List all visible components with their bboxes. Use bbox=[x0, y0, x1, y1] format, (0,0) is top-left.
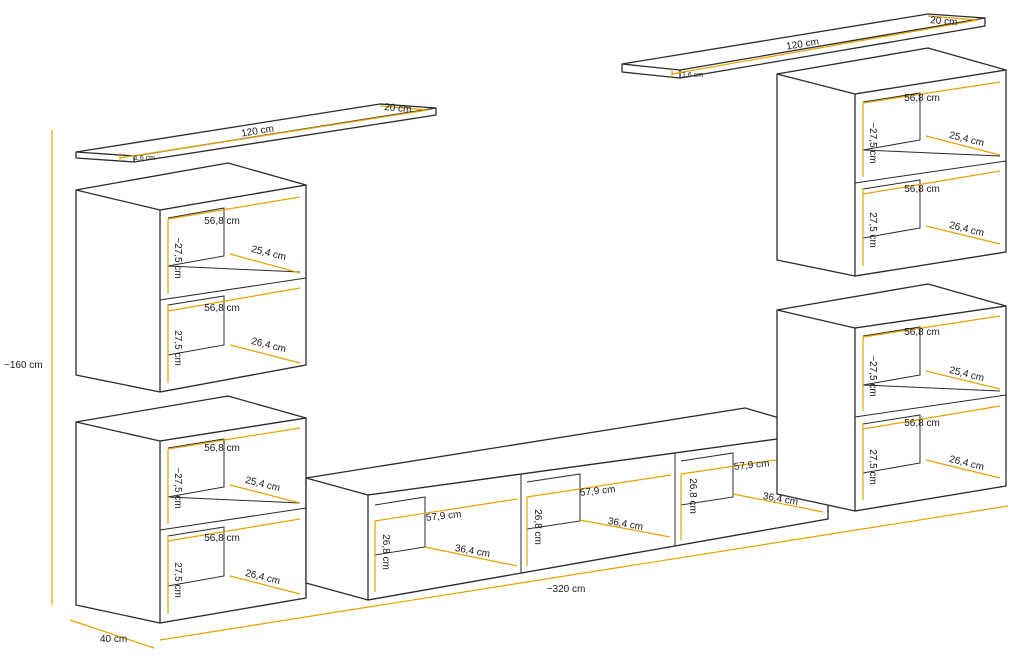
furniture-edge bbox=[159, 184, 307, 393]
tv-stand-right-width: 57,9 cm bbox=[733, 458, 770, 473]
tv-stand-left-width: 57,9 cm bbox=[425, 509, 462, 524]
cabinet-left-lower-top-width: 56,8 cm bbox=[204, 443, 240, 454]
cabinet-left-upper-top-height: ~27,5 cm bbox=[172, 237, 183, 278]
overall-depth-label: 40 cm bbox=[100, 634, 127, 645]
tv-stand-right-height: 26,8 cm bbox=[687, 478, 698, 514]
cabinet-left-upper: 56,8 cm ~27,5 cm 25,4 cm 56,8 cm 27,5 cm… bbox=[75, 162, 307, 393]
cabinet-left-upper-top-width: 56,8 cm bbox=[204, 216, 240, 227]
furniture-edge bbox=[526, 473, 581, 530]
dimension-line bbox=[862, 405, 1001, 430]
shelf-right: 120 cm 20 cm 1,6 cm bbox=[621, 13, 986, 79]
cabinet-right-lower-top-width: 56,8 cm bbox=[904, 327, 940, 338]
furniture-edge bbox=[862, 179, 921, 239]
furniture-edge bbox=[854, 69, 1007, 277]
cabinet-right-upper-top-height: ~27,5 cm bbox=[867, 122, 878, 163]
cabinet-left-upper-bottom-width: 56,8 cm bbox=[204, 303, 240, 314]
shelf-left-length-line bbox=[119, 109, 429, 159]
furniture-edge bbox=[159, 507, 307, 531]
overall-width-line bbox=[159, 505, 1009, 641]
furniture-edge bbox=[862, 384, 1001, 392]
dimension-line bbox=[925, 459, 1001, 479]
shelf-right-depth-label: 20 cm bbox=[930, 15, 958, 28]
shelf-left-length-label: 120 cm bbox=[241, 124, 275, 140]
shelf-left: 120 cm 20 cm 1,6 cm bbox=[75, 102, 437, 163]
dimension-line bbox=[862, 81, 1001, 104]
furniture-edge bbox=[854, 394, 1007, 418]
dimension-line bbox=[862, 170, 1001, 195]
shelf-left-thickness-label: 1,6 cm bbox=[134, 155, 155, 162]
furniture-edge bbox=[159, 277, 307, 301]
cabinet-right-lower: 56,8 cm ~27,5 cm 25,4 cm 56,8 cm 27,5 cm… bbox=[776, 283, 1007, 512]
dimension-line bbox=[862, 315, 1001, 338]
cabinet-left-upper-bottom-height: 27,5 cm bbox=[172, 330, 183, 366]
dimension-line bbox=[579, 519, 671, 538]
tv-stand-left-height: 26,8 cm bbox=[380, 534, 391, 570]
dimension-line bbox=[732, 493, 824, 513]
furniture-edge bbox=[75, 103, 437, 163]
shelf-right-length-line bbox=[671, 19, 979, 75]
shelf-right-thickness-label: 1,6 cm bbox=[682, 72, 703, 79]
dimension-line bbox=[167, 427, 301, 450]
dimension-line bbox=[925, 225, 1001, 245]
dimension-line bbox=[167, 287, 301, 312]
furniture-edge bbox=[167, 496, 301, 504]
furniture-edge bbox=[680, 452, 734, 506]
dimension-line bbox=[925, 135, 1001, 156]
furniture-edge bbox=[374, 496, 426, 556]
furniture-edge bbox=[621, 13, 986, 79]
cabinet-left-lower-top-height: ~27,5 cm bbox=[172, 467, 183, 508]
cabinet-right-lower-bottom-width: 56,8 cm bbox=[904, 418, 940, 429]
cabinet-right-lower-top-height: ~27,5 cm bbox=[867, 355, 878, 396]
furniture-edge bbox=[854, 160, 1007, 184]
cabinet-right-upper-bottom-height: 27,5 cm bbox=[867, 212, 878, 248]
shelf-left-depth-label: 20 cm bbox=[384, 102, 412, 115]
dimension-line bbox=[925, 370, 1001, 390]
dimension-line bbox=[229, 484, 301, 504]
cabinet-left-lower: 56,8 cm ~27,5 cm 25,4 cm 56,8 cm 27,5 cm… bbox=[75, 395, 307, 624]
dimension-line bbox=[526, 474, 672, 498]
furniture-edge bbox=[159, 417, 307, 624]
cabinet-right-upper-top-width: 56,8 cm bbox=[904, 93, 940, 104]
tv-stand-middle-width: 57,9 cm bbox=[579, 484, 616, 499]
overall-height-label: ~160 cm bbox=[4, 360, 43, 371]
furniture-edge bbox=[167, 438, 225, 498]
furniture-edge bbox=[862, 92, 921, 151]
furniture-edge bbox=[862, 414, 921, 474]
dimension-line bbox=[374, 498, 518, 522]
cabinet-left-lower-bottom-width: 56,8 cm bbox=[204, 533, 240, 544]
furniture-edge bbox=[167, 526, 225, 587]
dimension-line bbox=[424, 546, 518, 567]
furniture-edge bbox=[862, 149, 1001, 157]
cabinet-left-lower-bottom-height: 27,5 cm bbox=[172, 562, 183, 598]
furniture-edge bbox=[167, 295, 225, 356]
furniture-edge bbox=[167, 265, 301, 273]
furniture-edge bbox=[167, 207, 225, 267]
shelf-right-length-label: 120 cm bbox=[786, 37, 820, 53]
furniture-edge bbox=[854, 305, 1007, 512]
tv-stand-middle-height: 26,8 cm bbox=[532, 509, 543, 545]
shelf-right-depth-line bbox=[927, 15, 979, 21]
furniture-edge bbox=[75, 162, 307, 393]
overall-depth-line bbox=[69, 619, 155, 649]
dimension-line bbox=[167, 196, 301, 220]
dimension-line bbox=[229, 575, 301, 595]
dimension-line bbox=[229, 344, 301, 364]
furniture-edge bbox=[862, 326, 921, 386]
cabinet-right-upper-bottom-width: 56,8 cm bbox=[904, 184, 940, 195]
shelf-left-depth-line bbox=[379, 105, 429, 111]
dimension-line bbox=[229, 253, 301, 274]
cabinet-right-upper: 56,8 cm ~27,5 cm 25,4 cm 56,8 cm 27,5 cm… bbox=[776, 47, 1007, 277]
tv-stand: 57,9 cm 26,8 cm 36,4 cm 57,9 cm 26,8 cm … bbox=[305, 407, 829, 601]
dimension-line bbox=[167, 518, 301, 542]
overall-width-label: ~320 cm bbox=[547, 584, 586, 595]
cabinet-right-lower-bottom-height: 27,5 cm bbox=[867, 449, 878, 485]
overall-dimensions: ~160 cm 40 cm ~320 cm bbox=[4, 130, 1009, 649]
